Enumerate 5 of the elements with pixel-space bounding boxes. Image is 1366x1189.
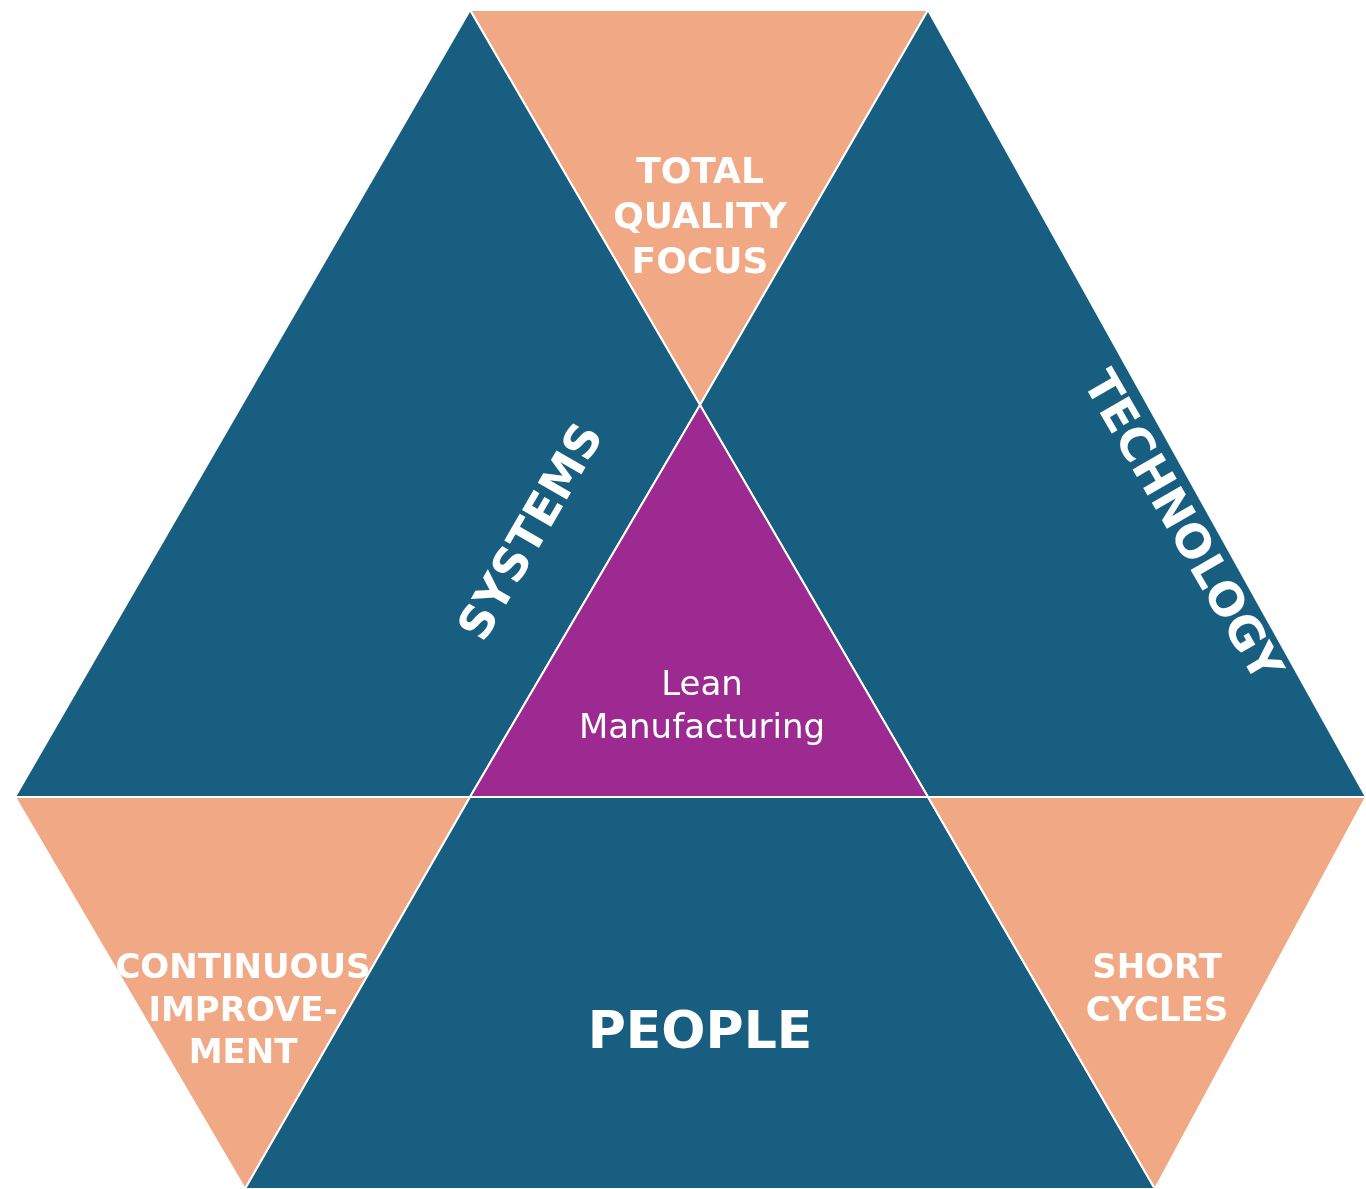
section-label: Lean Manufacturing (577, 662, 827, 747)
section-label: TOTAL QUALITY FOCUS (612, 149, 788, 283)
section-label: SHORT CYCLES (1084, 945, 1230, 1030)
section-label: PEOPLE (586, 999, 814, 1062)
section-label: CONTINUOUS IMPROVE-MENT (114, 945, 372, 1073)
